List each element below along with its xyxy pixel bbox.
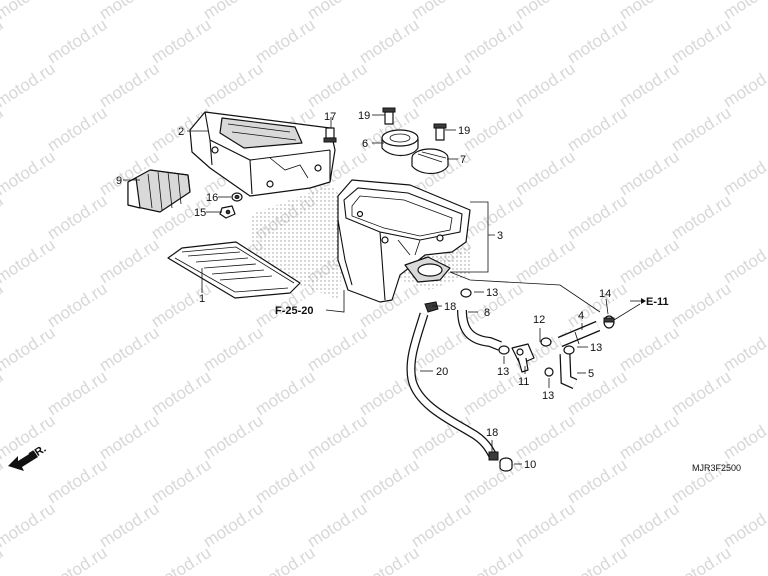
clip-13-b bbox=[498, 345, 510, 355]
callout-5: 5 bbox=[588, 368, 594, 380]
bolt-17 bbox=[323, 127, 337, 143]
air-cleaner-cover bbox=[189, 111, 336, 197]
joint-11 bbox=[511, 343, 535, 373]
callout-6: 6 bbox=[362, 138, 368, 150]
clip-13-c bbox=[563, 345, 575, 355]
bolt-19-right bbox=[433, 123, 447, 141]
watermark-text: motod.ru bbox=[0, 543, 6, 576]
callout-3: 3 bbox=[497, 230, 503, 242]
tube-4 bbox=[557, 320, 601, 348]
ref-f-25-20: F-25-20 bbox=[275, 305, 314, 317]
callout-4: 4 bbox=[578, 310, 584, 322]
callout-15: 15 bbox=[194, 207, 206, 219]
air-filter-element bbox=[167, 241, 301, 299]
fitting-12 bbox=[540, 337, 552, 347]
bolt-19-left bbox=[382, 107, 396, 125]
clip-13-a bbox=[460, 288, 472, 298]
front-arrow: FR. bbox=[8, 443, 49, 471]
callout-7: 7 bbox=[460, 154, 466, 166]
clip-14 bbox=[603, 315, 615, 329]
air-cleaner-case bbox=[337, 179, 471, 303]
tube-5 bbox=[559, 353, 578, 390]
drain-plug bbox=[499, 457, 513, 472]
clip-18-lower bbox=[488, 451, 499, 461]
callout-14: 14 bbox=[599, 288, 611, 300]
callout-16: 16 bbox=[206, 192, 218, 204]
callout-19-a: 19 bbox=[358, 110, 370, 122]
ref-e-11: E-11 bbox=[646, 296, 669, 308]
callout-2: 2 bbox=[178, 126, 184, 138]
callout-13-a: 13 bbox=[486, 287, 498, 299]
callout-18-b: 18 bbox=[486, 427, 498, 439]
cap-6 bbox=[381, 129, 419, 157]
clip-18-upper bbox=[424, 301, 439, 313]
diagram-code: MJR3F2500 bbox=[692, 463, 741, 473]
callout-1: 1 bbox=[199, 293, 205, 305]
callout-labels: 1 2 3 4 5 6 7 8 9 10 11 12 13 13 13 13 1… bbox=[116, 110, 611, 471]
callout-11: 11 bbox=[518, 376, 529, 388]
callout-17: 17 bbox=[324, 111, 336, 123]
cap-7 bbox=[411, 148, 449, 175]
callout-20: 20 bbox=[436, 366, 448, 378]
callout-8: 8 bbox=[484, 307, 490, 319]
callout-13-d: 13 bbox=[542, 390, 554, 402]
drain-tube bbox=[406, 312, 499, 461]
reference-labels: F-25-20 E-11 bbox=[275, 296, 669, 317]
callout-9: 9 bbox=[116, 175, 122, 187]
intake-duct bbox=[127, 169, 191, 213]
callout-13-b: 13 bbox=[497, 366, 509, 378]
grommet bbox=[231, 192, 243, 202]
clip-13-d bbox=[544, 367, 554, 377]
callout-13-c: 13 bbox=[590, 342, 602, 354]
leader-lines bbox=[123, 114, 641, 465]
tube-8 bbox=[457, 309, 502, 351]
collar-nut bbox=[219, 205, 236, 219]
callout-18-a: 18 bbox=[444, 301, 456, 313]
callout-19-b: 19 bbox=[458, 125, 470, 137]
callout-12: 12 bbox=[533, 314, 545, 326]
callout-10: 10 bbox=[524, 459, 536, 471]
